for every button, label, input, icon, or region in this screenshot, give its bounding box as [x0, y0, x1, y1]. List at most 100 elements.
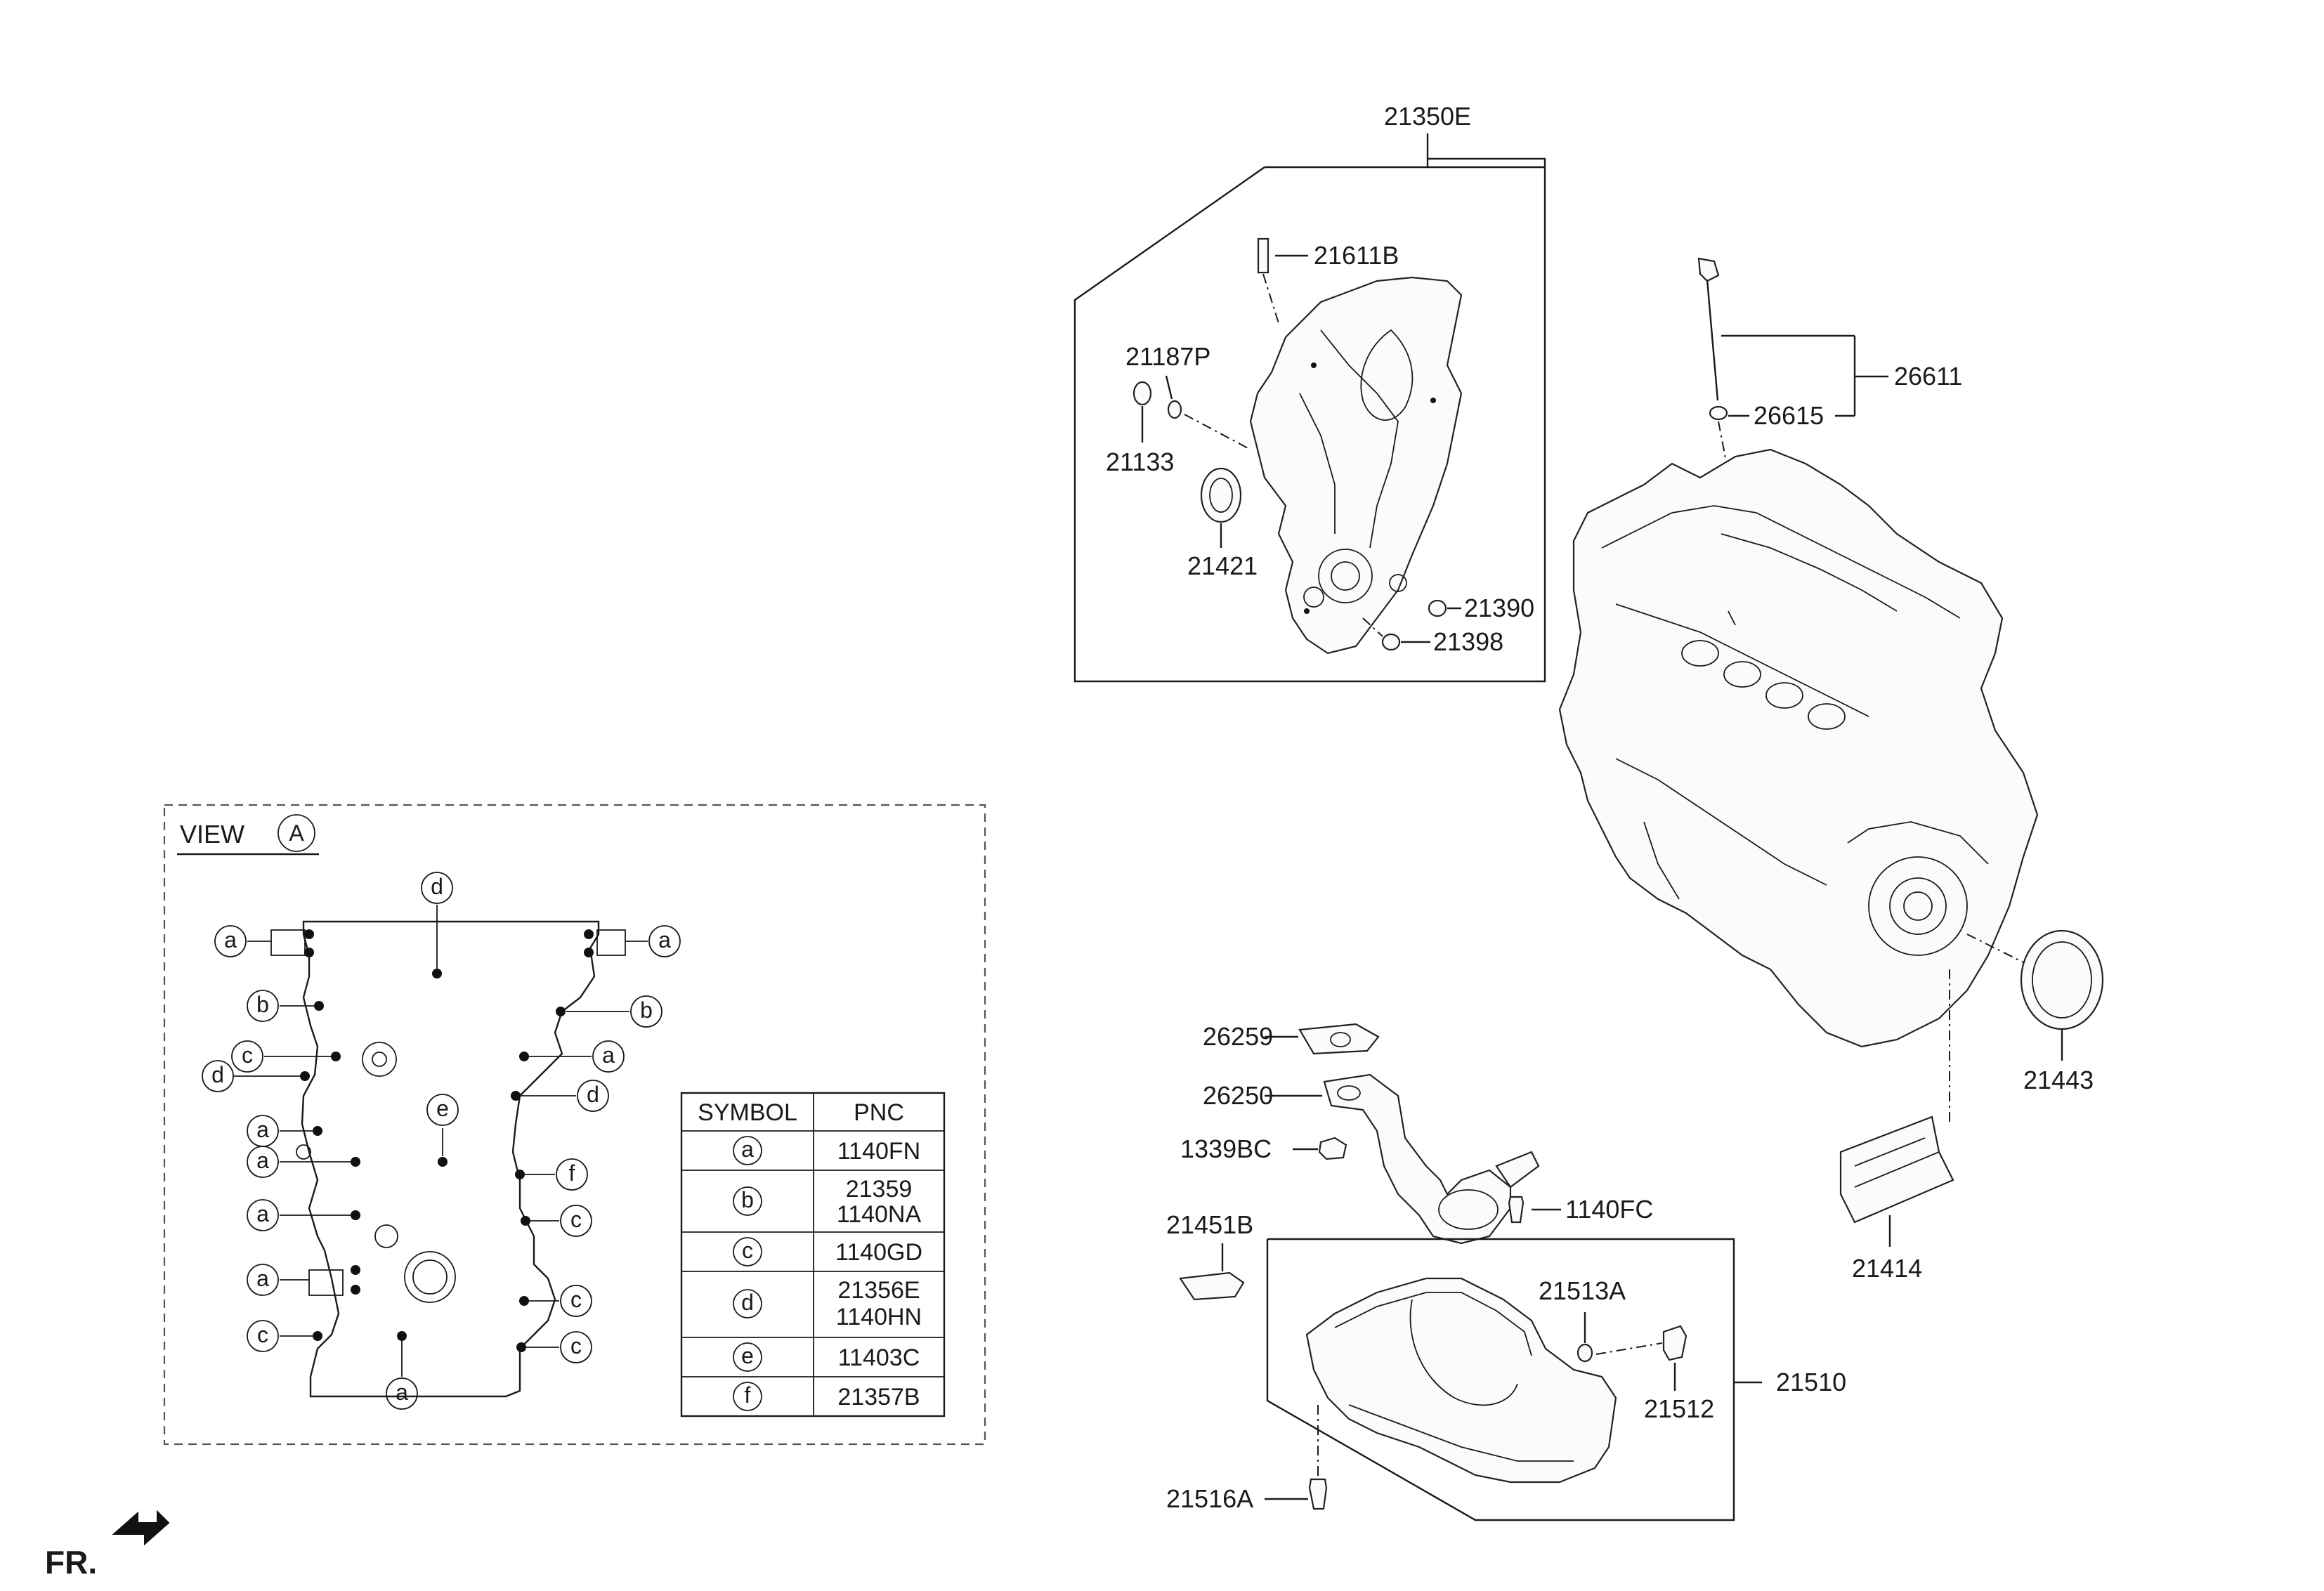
oring-26615 [1709, 405, 1728, 421]
view-cover-outline [301, 920, 600, 1398]
label-21187P: 21187P [1125, 342, 1210, 371]
label-21398: 21398 [1433, 627, 1503, 656]
view-bolt-holes [300, 929, 594, 1352]
leader-21187P [1165, 375, 1173, 400]
callout-a-left-5: a [256, 1266, 269, 1291]
view-symbol: A [289, 820, 304, 846]
callout-a-bottom: a [396, 1380, 408, 1405]
strainer-flange-hole [1337, 1085, 1361, 1101]
callout-a-left-1: a [224, 927, 237, 952]
label-21421: 21421 [1187, 551, 1258, 580]
bolt-hole [1430, 398, 1436, 403]
crank-bore [1903, 891, 1933, 921]
view-boss-1-inner [372, 1052, 387, 1067]
table-symbol: d [741, 1290, 754, 1315]
table-symbol: e [741, 1343, 754, 1368]
label-21510: 21510 [1776, 1368, 1846, 1396]
seal-21451B [1179, 1271, 1245, 1301]
view-a-panel: VIEW A [163, 804, 986, 1446]
callout-c-right-1: c [570, 1207, 582, 1232]
cam-cover-line [1721, 533, 1898, 612]
callout-d-top: d [431, 874, 443, 899]
table-symbol: c [742, 1238, 753, 1263]
view-tab-left-low [308, 1269, 344, 1296]
strainer-bracket [1495, 1151, 1540, 1189]
oil-pan-group: 21510 21451B 21513A 21512 21516A [1166, 1210, 1846, 1521]
crank-flange-inner [1889, 877, 1947, 935]
view-title: VIEW [180, 820, 244, 849]
table-header-pnc: PNC [854, 1099, 904, 1126]
view-tab-left [270, 929, 306, 956]
oil-strainer-group: 26259 26250 1339BC 1140FC [1180, 1022, 1653, 1245]
head-deck-line [1601, 505, 1961, 619]
block-rib-line [1615, 758, 1827, 886]
head-ports-line [1615, 603, 1869, 717]
dipstick-tube [1728, 610, 1736, 626]
label-1339BC: 1339BC [1180, 1134, 1272, 1163]
label-21443: 21443 [2023, 1066, 2094, 1094]
label-21451B: 21451B [1166, 1210, 1253, 1239]
callout-e: e [436, 1096, 449, 1121]
plug-21133 [1132, 381, 1152, 406]
block-rib-2 [1643, 821, 1680, 900]
crank-seal-bore [1318, 549, 1373, 603]
view-boss-3 [296, 1144, 311, 1160]
axis-21611B [1262, 273, 1279, 324]
callout-f: f [569, 1160, 575, 1186]
dipstick-rod [1706, 279, 1719, 401]
axis-21133 [1184, 414, 1251, 450]
dipstick-handle [1697, 257, 1720, 282]
callout-d-left: d [211, 1062, 224, 1087]
axis-21398 [1362, 617, 1383, 637]
oil-pan-sump [1409, 1299, 1518, 1406]
front-direction-arrow-icon [112, 1510, 170, 1546]
table-pnc: 21359 [846, 1176, 913, 1203]
timing-cover-group-box [1073, 157, 1546, 683]
rear-oil-seal-inner [2032, 941, 2092, 1019]
timing-cover-group: 21350E 21611B 21187P 21133 21421 [1073, 102, 1546, 683]
view-crank-bore [404, 1251, 456, 1303]
cover-rib-1 [1320, 329, 1399, 549]
gasket-21513A [1576, 1343, 1593, 1363]
nut-1339BC [1318, 1137, 1347, 1160]
stud-21611B [1257, 237, 1269, 274]
timing-chain-cover [1249, 276, 1463, 655]
callout-b-left: b [256, 992, 269, 1017]
callout-a-right-1: a [658, 927, 671, 952]
table-symbol: f [745, 1382, 751, 1408]
label-21350E: 21350E [1384, 102, 1471, 131]
oil-seal-21421 [1200, 467, 1242, 523]
label-26611: 26611 [1894, 362, 1962, 391]
intake-port-2 [1723, 661, 1761, 688]
label-21513A: 21513A [1539, 1276, 1626, 1305]
intake-port-4 [1808, 703, 1846, 730]
label-21390: 21390 [1464, 594, 1534, 622]
bolt-hole [1304, 608, 1310, 614]
view-tab-right [596, 929, 626, 956]
oring-21398 [1381, 633, 1401, 651]
rear-oil-seal-group: 21443 [1966, 929, 2104, 1094]
gasket-26259 [1298, 1023, 1380, 1055]
strainer-screen [1438, 1189, 1499, 1230]
front-indicator: FR. [45, 1510, 170, 1580]
baffle-group: 21414 [1839, 969, 1954, 1283]
crank-seal-inner [1331, 561, 1360, 591]
table-pnc: 1140GD [835, 1239, 922, 1266]
table-symbol: b [741, 1187, 754, 1212]
callout-c-left-1: c [242, 1042, 253, 1068]
intake-port-1 [1681, 640, 1719, 667]
callout-a-left-3: a [256, 1148, 269, 1173]
label-21516A: 21516A [1166, 1484, 1253, 1513]
label-26250: 26250 [1203, 1081, 1273, 1110]
callout-a-right-2: a [602, 1042, 615, 1068]
table-pnc: 1140NA [837, 1201, 922, 1228]
label-21611B: 21611B [1314, 241, 1399, 270]
bolt-1140FC [1508, 1196, 1525, 1224]
oil-pan-group-box [1266, 1238, 1735, 1521]
cover-boss-1 [1303, 587, 1324, 608]
table-pnc: 1140FN [837, 1138, 920, 1165]
dipstick-group: 26611 26615 [1697, 257, 1962, 619]
view-boss-1 [362, 1042, 397, 1077]
label-21133: 21133 [1106, 447, 1174, 476]
